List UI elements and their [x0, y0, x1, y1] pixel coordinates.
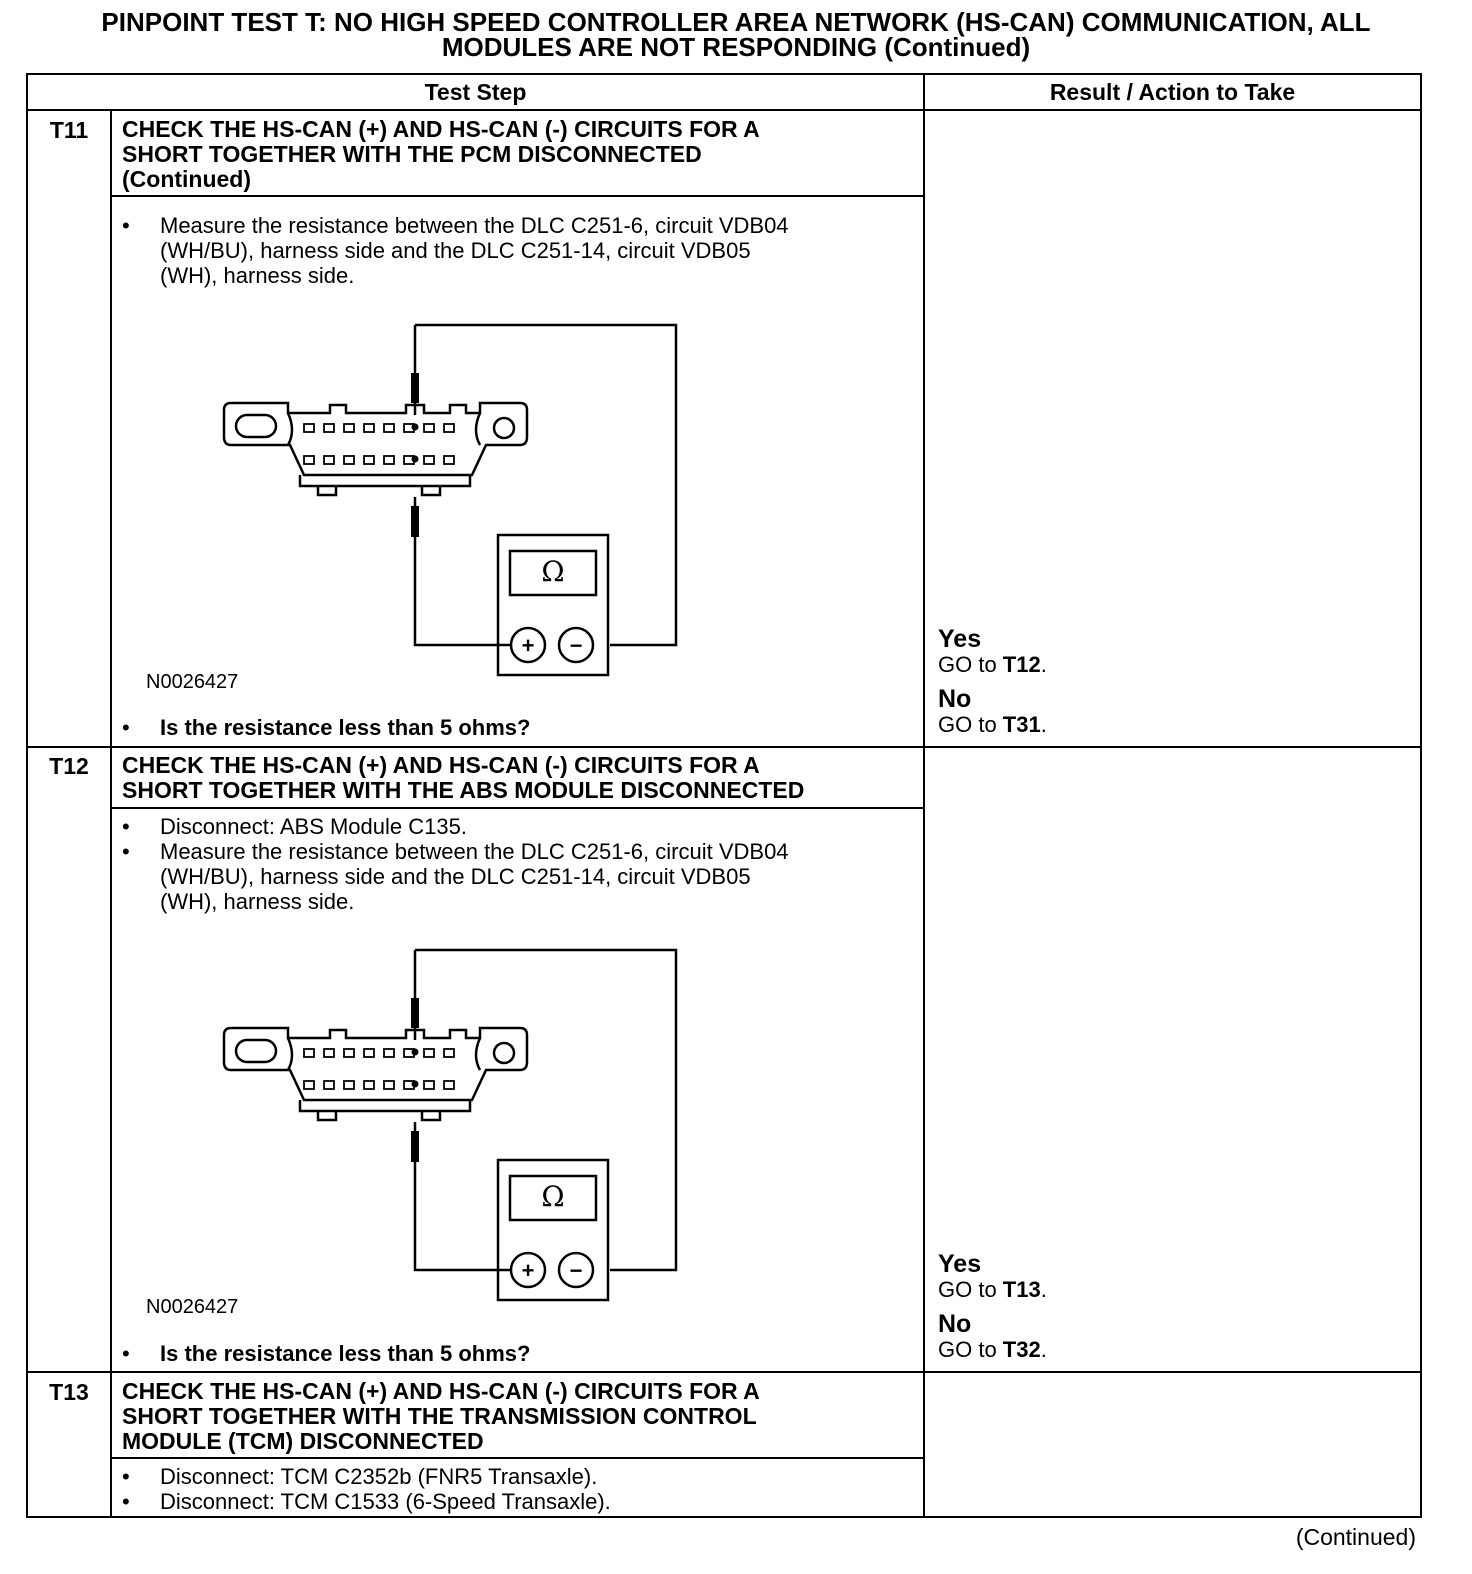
meter-minus-terminal: − — [570, 1258, 583, 1283]
step-title-divider — [112, 807, 923, 809]
figure-id: N0026427 — [146, 671, 239, 693]
bullet-icon: • — [122, 213, 130, 238]
step-question-t12: • Is the resistance less than 5 ohms? — [122, 1341, 902, 1366]
pinpoint-test-table: Test Step Result / Action to Take T11 CH… — [26, 73, 1422, 1518]
step-title-line: (Continued) — [122, 166, 252, 192]
page-title: PINPOINT TEST T: NO HIGH SPEED CONTROLLE… — [20, 7, 1452, 62]
instruction-line: (WH), harness side. — [160, 889, 355, 914]
bullet-icon: • — [122, 1464, 130, 1489]
step-title-t11: CHECK THE HS-CAN (+) AND HS-CAN (-) CIRC… — [122, 117, 902, 192]
ohm-symbol: Ω — [541, 1180, 564, 1213]
result-t12: Yes GO to T13. No GO to T32. — [938, 1250, 1047, 1363]
action-period: . — [1040, 712, 1047, 737]
list-item: • Disconnect: TCM C1533 (6-Speed Transax… — [122, 1489, 902, 1514]
header-divider — [28, 109, 1420, 111]
bullet-icon: • — [122, 814, 130, 839]
action-period: . — [1040, 1337, 1047, 1362]
result-no-label: No — [938, 1310, 972, 1338]
step-id-t11: T11 — [49, 117, 89, 143]
result-yes-action: GO to T13. — [938, 1277, 1047, 1302]
instruction-line: (WH/BU), harness side and the DLC C251-1… — [160, 864, 751, 889]
step-id-t13: T13 — [49, 1379, 89, 1405]
action-target: T31 — [1002, 712, 1041, 737]
instruction-line: Disconnect: TCM C1533 (6-Speed Transaxle… — [160, 1489, 611, 1514]
list-item: • Disconnect: TCM C2352b (FNR5 Transaxle… — [122, 1464, 902, 1489]
action-period: . — [1040, 1277, 1047, 1302]
action-prefix: GO to — [938, 1337, 1003, 1362]
step-title-line: MODULE (TCM) DISCONNECTED — [122, 1428, 484, 1454]
action-prefix: GO to — [938, 652, 1003, 677]
continued-note: (Continued) — [1295, 1524, 1416, 1550]
list-item: • Measure the resistance between the DLC… — [122, 213, 902, 288]
meter-plus-terminal: + — [522, 1258, 535, 1283]
result-yes-action: GO to T12. — [938, 652, 1047, 677]
instruction-line: Disconnect: ABS Module C135. — [160, 814, 467, 839]
action-prefix: GO to — [938, 712, 1003, 737]
instruction-line: Measure the resistance between the DLC C… — [160, 213, 789, 238]
bullet-icon: • — [122, 715, 130, 740]
instruction-line: (WH/BU), harness side and the DLC C251-1… — [160, 238, 751, 263]
step-title-line: SHORT TOGETHER WITH THE ABS MODULE DISCO… — [122, 777, 805, 803]
dlc-resistance-diagram: Ω + − — [222, 323, 678, 677]
action-target: T12 — [1002, 652, 1041, 677]
action-target: T32 — [1002, 1337, 1041, 1362]
result-yes-label: Yes — [938, 625, 982, 653]
result-t11: Yes GO to T12. No GO to T31. — [938, 625, 1047, 738]
step-title-divider — [112, 195, 923, 197]
header-test-step: Test Step — [424, 79, 527, 105]
meter-plus-terminal: + — [522, 633, 535, 658]
bullet-icon: • — [122, 1489, 130, 1514]
step-title-t13: CHECK THE HS-CAN (+) AND HS-CAN (-) CIRC… — [122, 1379, 902, 1454]
step-id-t12: T12 — [49, 753, 89, 779]
bullet-icon: • — [122, 839, 130, 864]
step-title-t12: CHECK THE HS-CAN (+) AND HS-CAN (-) CIRC… — [122, 753, 902, 803]
header-result-action: Result / Action to Take — [1049, 79, 1296, 105]
action-prefix: GO to — [938, 1277, 1003, 1302]
result-no-label: No — [938, 685, 972, 713]
result-no-action: GO to T32. — [938, 1337, 1047, 1362]
row-divider — [28, 1371, 1420, 1373]
bullet-icon: • — [122, 1341, 130, 1366]
step-instructions-t11: • Measure the resistance between the DLC… — [122, 213, 902, 288]
result-yes-label: Yes — [938, 1250, 982, 1278]
step-id-column-divider — [110, 111, 112, 1516]
question-text: Is the resistance less than 5 ohms? — [160, 1341, 531, 1366]
step-title-line: SHORT TOGETHER WITH THE PCM DISCONNECTED — [122, 141, 702, 167]
ohm-symbol: Ω — [541, 555, 564, 588]
result-no-action: GO to T31. — [938, 712, 1047, 737]
step-instructions-t13: • Disconnect: TCM C2352b (FNR5 Transaxle… — [122, 1464, 902, 1514]
instruction-line: Disconnect: TCM C2352b (FNR5 Transaxle). — [160, 1464, 598, 1489]
result-column-divider — [923, 75, 925, 1516]
instruction-line: Measure the resistance between the DLC C… — [160, 839, 789, 864]
step-title-line: CHECK THE HS-CAN (+) AND HS-CAN (-) CIRC… — [122, 116, 760, 142]
step-title-line: CHECK THE HS-CAN (+) AND HS-CAN (-) CIRC… — [122, 752, 760, 778]
list-item: • Measure the resistance between the DLC… — [122, 839, 902, 914]
action-period: . — [1040, 652, 1047, 677]
instruction-line: (WH), harness side. — [160, 263, 355, 288]
step-title-line: SHORT TOGETHER WITH THE TRANSMISSION CON… — [122, 1403, 757, 1429]
step-title-line: CHECK THE HS-CAN (+) AND HS-CAN (-) CIRC… — [122, 1378, 760, 1404]
page-title-line-2: MODULES ARE NOT RESPONDING (Continued) — [441, 32, 1031, 62]
page-title-line-1: PINPOINT TEST T: NO HIGH SPEED CONTROLLE… — [101, 7, 1371, 37]
question-text: Is the resistance less than 5 ohms? — [160, 715, 531, 740]
dlc-resistance-diagram: Ω + − — [222, 948, 678, 1302]
step-instructions-t12: • Disconnect: ABS Module C135. • Measure… — [122, 814, 902, 914]
step-title-divider — [112, 1457, 923, 1459]
list-item: • Disconnect: ABS Module C135. — [122, 814, 902, 839]
step-question-t11: • Is the resistance less than 5 ohms? — [122, 715, 902, 740]
action-target: T13 — [1002, 1277, 1041, 1302]
figure-id: N0026427 — [146, 1296, 239, 1318]
meter-minus-terminal: − — [570, 633, 583, 658]
row-divider — [28, 746, 1420, 748]
